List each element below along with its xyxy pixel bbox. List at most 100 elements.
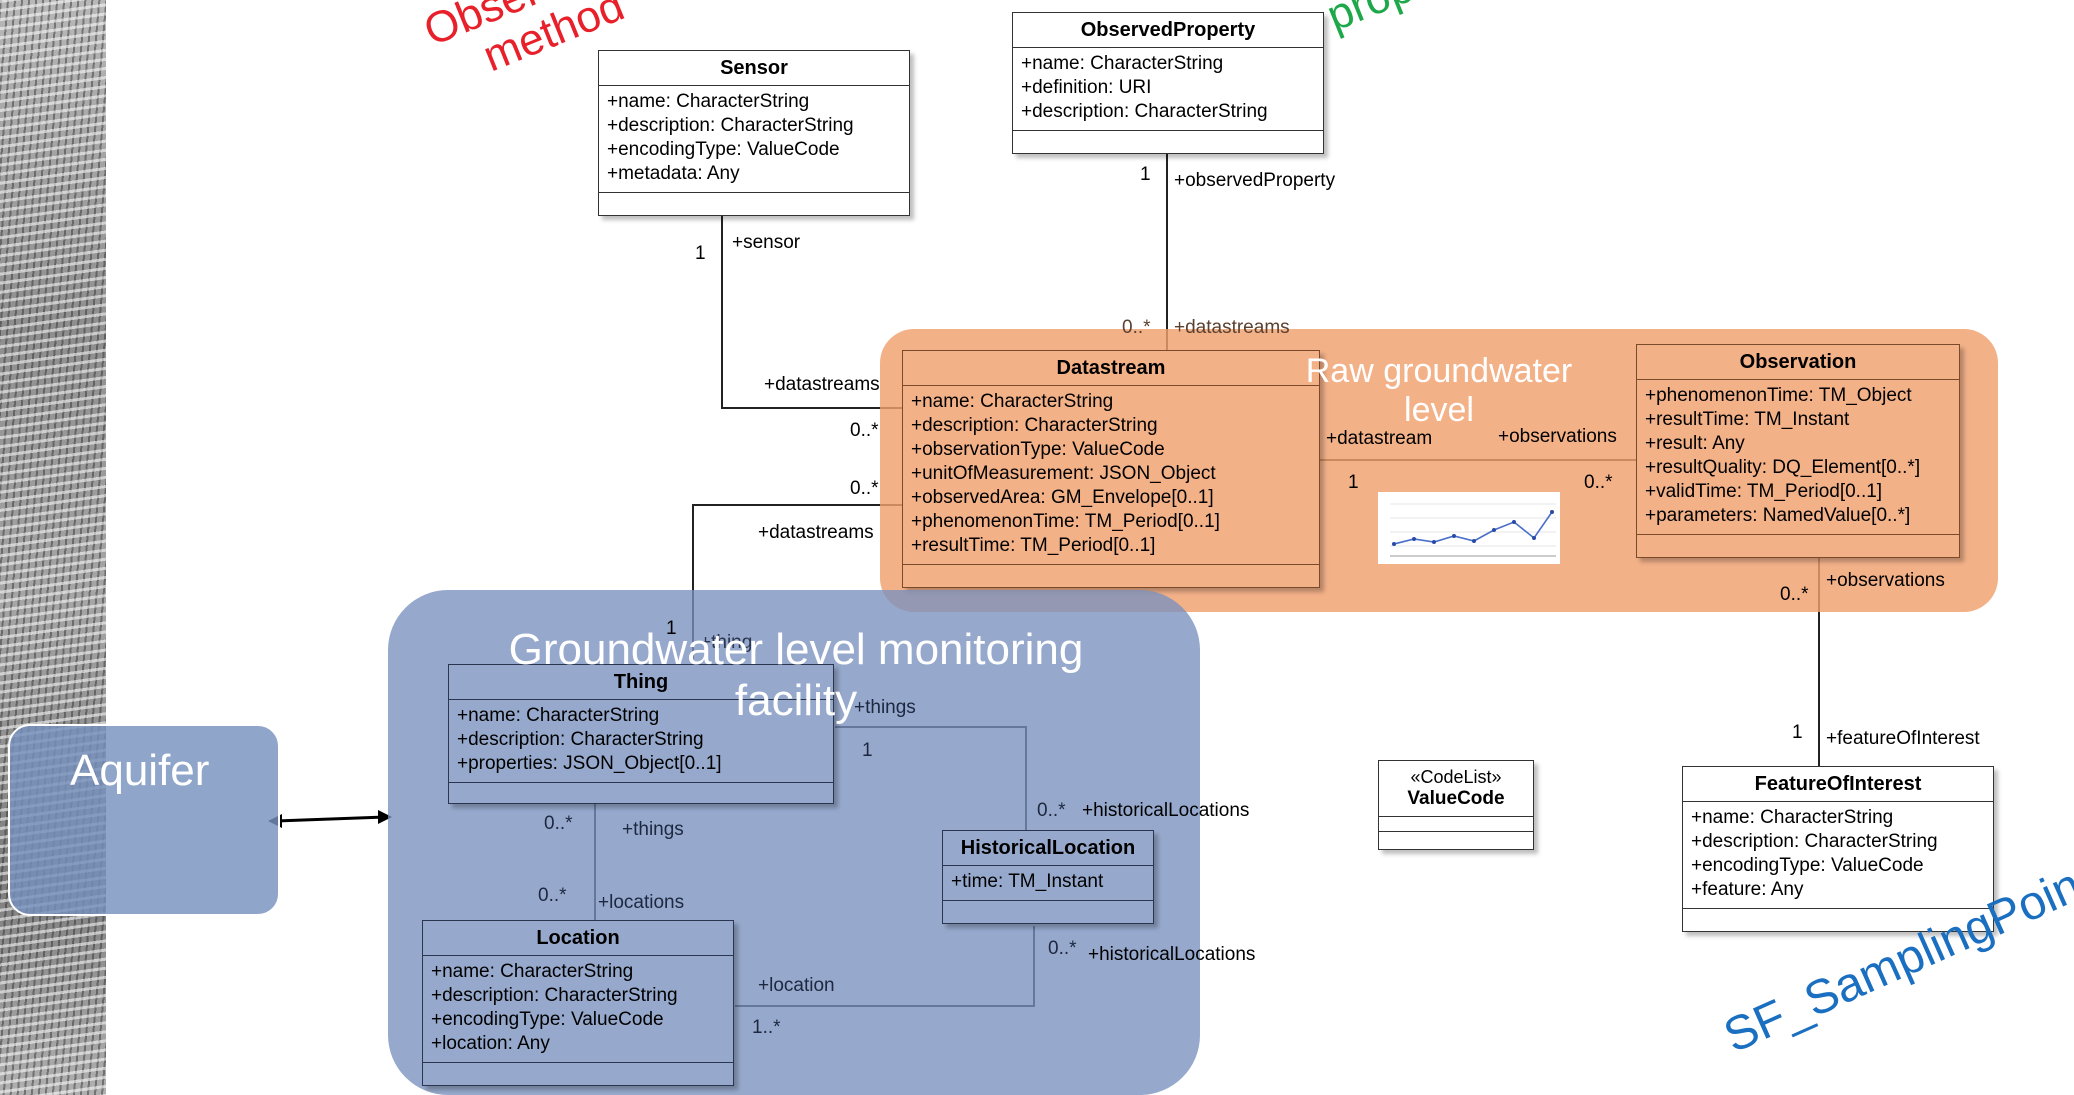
attr: +encodingType: ValueCode <box>1691 855 1924 876</box>
aquifer-region <box>8 724 280 916</box>
class-ops <box>1637 535 1959 547</box>
attr: +observationType: ValueCode <box>911 439 1165 460</box>
class-feature-of-interest: FeatureOfInterest +name: CharacterString… <box>1682 766 1994 932</box>
class-title: Sensor <box>599 51 909 86</box>
attr: +description: CharacterString <box>1021 101 1268 122</box>
class-thing: Thing +name: CharacterString +descriptio… <box>448 664 834 804</box>
multiplicity-label: 0..* <box>1780 584 1809 605</box>
multiplicity-label: 1 <box>1348 472 1359 493</box>
class-ops <box>943 901 1153 913</box>
attr: +name: CharacterString <box>431 961 634 982</box>
attr: +description: CharacterString <box>431 985 678 1006</box>
chart-thumbnail-graphic <box>1390 503 1556 557</box>
role-label: +things <box>622 819 684 840</box>
class-attrs: +name: CharacterString +description: Cha… <box>449 700 833 783</box>
attr: +name: CharacterString <box>607 91 810 112</box>
multiplicity-label: 0..* <box>1037 800 1066 821</box>
aquifer-facility-arrow <box>268 810 392 828</box>
attr: +resultTime: TM_Instant <box>1645 409 1850 430</box>
class-ops <box>599 193 909 205</box>
attr: +resultTime: TM_Period[0..1] <box>911 535 1156 556</box>
attr: +description: CharacterString <box>1691 831 1938 852</box>
raw-groundwater-level-label: Raw groundwater level <box>1305 352 1573 430</box>
class-value-code: «CodeList» ValueCode <box>1378 760 1534 850</box>
role-label: +datastreams <box>758 522 874 543</box>
attr: +description: CharacterString <box>607 115 854 136</box>
role-label: +locations <box>598 892 685 913</box>
class-attrs: +name: CharacterString +definition: URI … <box>1013 48 1323 131</box>
multiplicity-label: 0..* <box>850 420 879 441</box>
class-attrs: +time: TM_Instant <box>943 866 1153 901</box>
class-attrs: +name: CharacterString +description: Cha… <box>599 86 909 193</box>
role-label: +datastreams <box>764 374 880 395</box>
multiplicity-label: 1..* <box>752 1017 781 1038</box>
class-attrs: +name: CharacterString +description: Cha… <box>903 386 1319 565</box>
role-label: +datastreams <box>1174 317 1290 338</box>
multiplicity-label: 1 <box>1140 164 1151 185</box>
class-observation: Observation +phenomenonTime: TM_Object +… <box>1636 344 1960 558</box>
attr: +properties: JSON_Object[0..1] <box>457 753 722 774</box>
role-label: +things <box>854 697 916 718</box>
class-ops <box>903 565 1319 577</box>
multiplicity-label: 0..* <box>1048 938 1077 959</box>
class-ops <box>423 1063 733 1075</box>
class-attrs: +phenomenonTime: TM_Object +resultTime: … <box>1637 380 1959 535</box>
class-title: Thing <box>449 665 833 700</box>
role-label: +datastream <box>1326 428 1433 449</box>
attr: +observedArea: GM_Envelope[0..1] <box>911 487 1214 508</box>
aquifer-label: Aquifer <box>70 746 210 795</box>
class-title: ValueCode <box>1379 788 1533 817</box>
multiplicity-label: 1 <box>695 243 706 264</box>
class-ops <box>449 783 833 795</box>
chart-thumbnail <box>1378 492 1560 564</box>
attr: +name: CharacterString <box>911 391 1114 412</box>
role-label: +observations <box>1826 570 1945 591</box>
class-stereotype: «CodeList» <box>1410 767 1502 787</box>
monitoring-facility-region <box>388 590 1200 1095</box>
attr: +encodingType: ValueCode <box>431 1009 664 1030</box>
class-ops <box>1013 131 1323 143</box>
multiplicity-label: 0..* <box>538 885 567 906</box>
attr: +location: Any <box>431 1033 550 1054</box>
attr: +description: CharacterString <box>457 729 704 750</box>
role-label: +historicalLocations <box>1088 944 1256 965</box>
attr: +name: CharacterString <box>1021 53 1224 74</box>
attr: +phenomenonTime: TM_Period[0..1] <box>911 511 1220 532</box>
attr: +parameters: NamedValue[0..*] <box>1645 505 1911 526</box>
class-sensor: Sensor +name: CharacterString +descripti… <box>598 50 910 216</box>
class-location: Location +name: CharacterString +descrip… <box>422 920 734 1086</box>
class-title: Observation <box>1637 345 1959 380</box>
attr: +resultQuality: DQ_Element[0..*] <box>1645 457 1921 478</box>
monitoring-facility-label: Groundwater level monitoring facility <box>508 625 1084 726</box>
role-label: +featureOfInterest <box>1826 728 1980 749</box>
multiplicity-label: 0..* <box>544 813 573 834</box>
attr: +metadata: Any <box>607 163 740 184</box>
multiplicity-label: 0..* <box>1584 472 1613 493</box>
attr: +definition: URI <box>1021 77 1152 98</box>
class-title: Datastream <box>903 351 1319 386</box>
class-attrs: +name: CharacterString +description: Cha… <box>1683 802 1993 909</box>
attr: +validTime: TM_Period[0..1] <box>1645 481 1883 502</box>
attr: +feature: Any <box>1691 879 1804 900</box>
attr: +description: CharacterString <box>911 415 1158 436</box>
class-title: HistoricalLocation <box>943 831 1153 866</box>
class-attrs <box>1379 817 1533 832</box>
multiplicity-label: 0..* <box>1122 317 1151 338</box>
role-label: +thing <box>700 632 753 653</box>
attr: +phenomenonTime: TM_Object <box>1645 385 1912 406</box>
multiplicity-label: 1 <box>1792 722 1803 743</box>
multiplicity-label: 1 <box>666 618 677 639</box>
role-label: +historicalLocations <box>1082 800 1250 821</box>
multiplicity-label: 0..* <box>850 478 879 499</box>
multiplicity-label: 1 <box>862 740 873 761</box>
class-title: FeatureOfInterest <box>1683 767 1993 802</box>
class-historical-location: HistoricalLocation +time: TM_Instant <box>942 830 1154 924</box>
attr: +time: TM_Instant <box>951 871 1104 892</box>
attr: +name: CharacterString <box>457 705 660 726</box>
class-attrs: +name: CharacterString +description: Cha… <box>423 956 733 1063</box>
role-label: +location <box>758 975 835 996</box>
attr: +name: CharacterString <box>1691 807 1894 828</box>
attr: +unitOfMeasurement: JSON_Object <box>911 463 1216 484</box>
role-label: +sensor <box>732 232 801 253</box>
class-observed-property: ObservedProperty +name: CharacterString … <box>1012 12 1324 154</box>
